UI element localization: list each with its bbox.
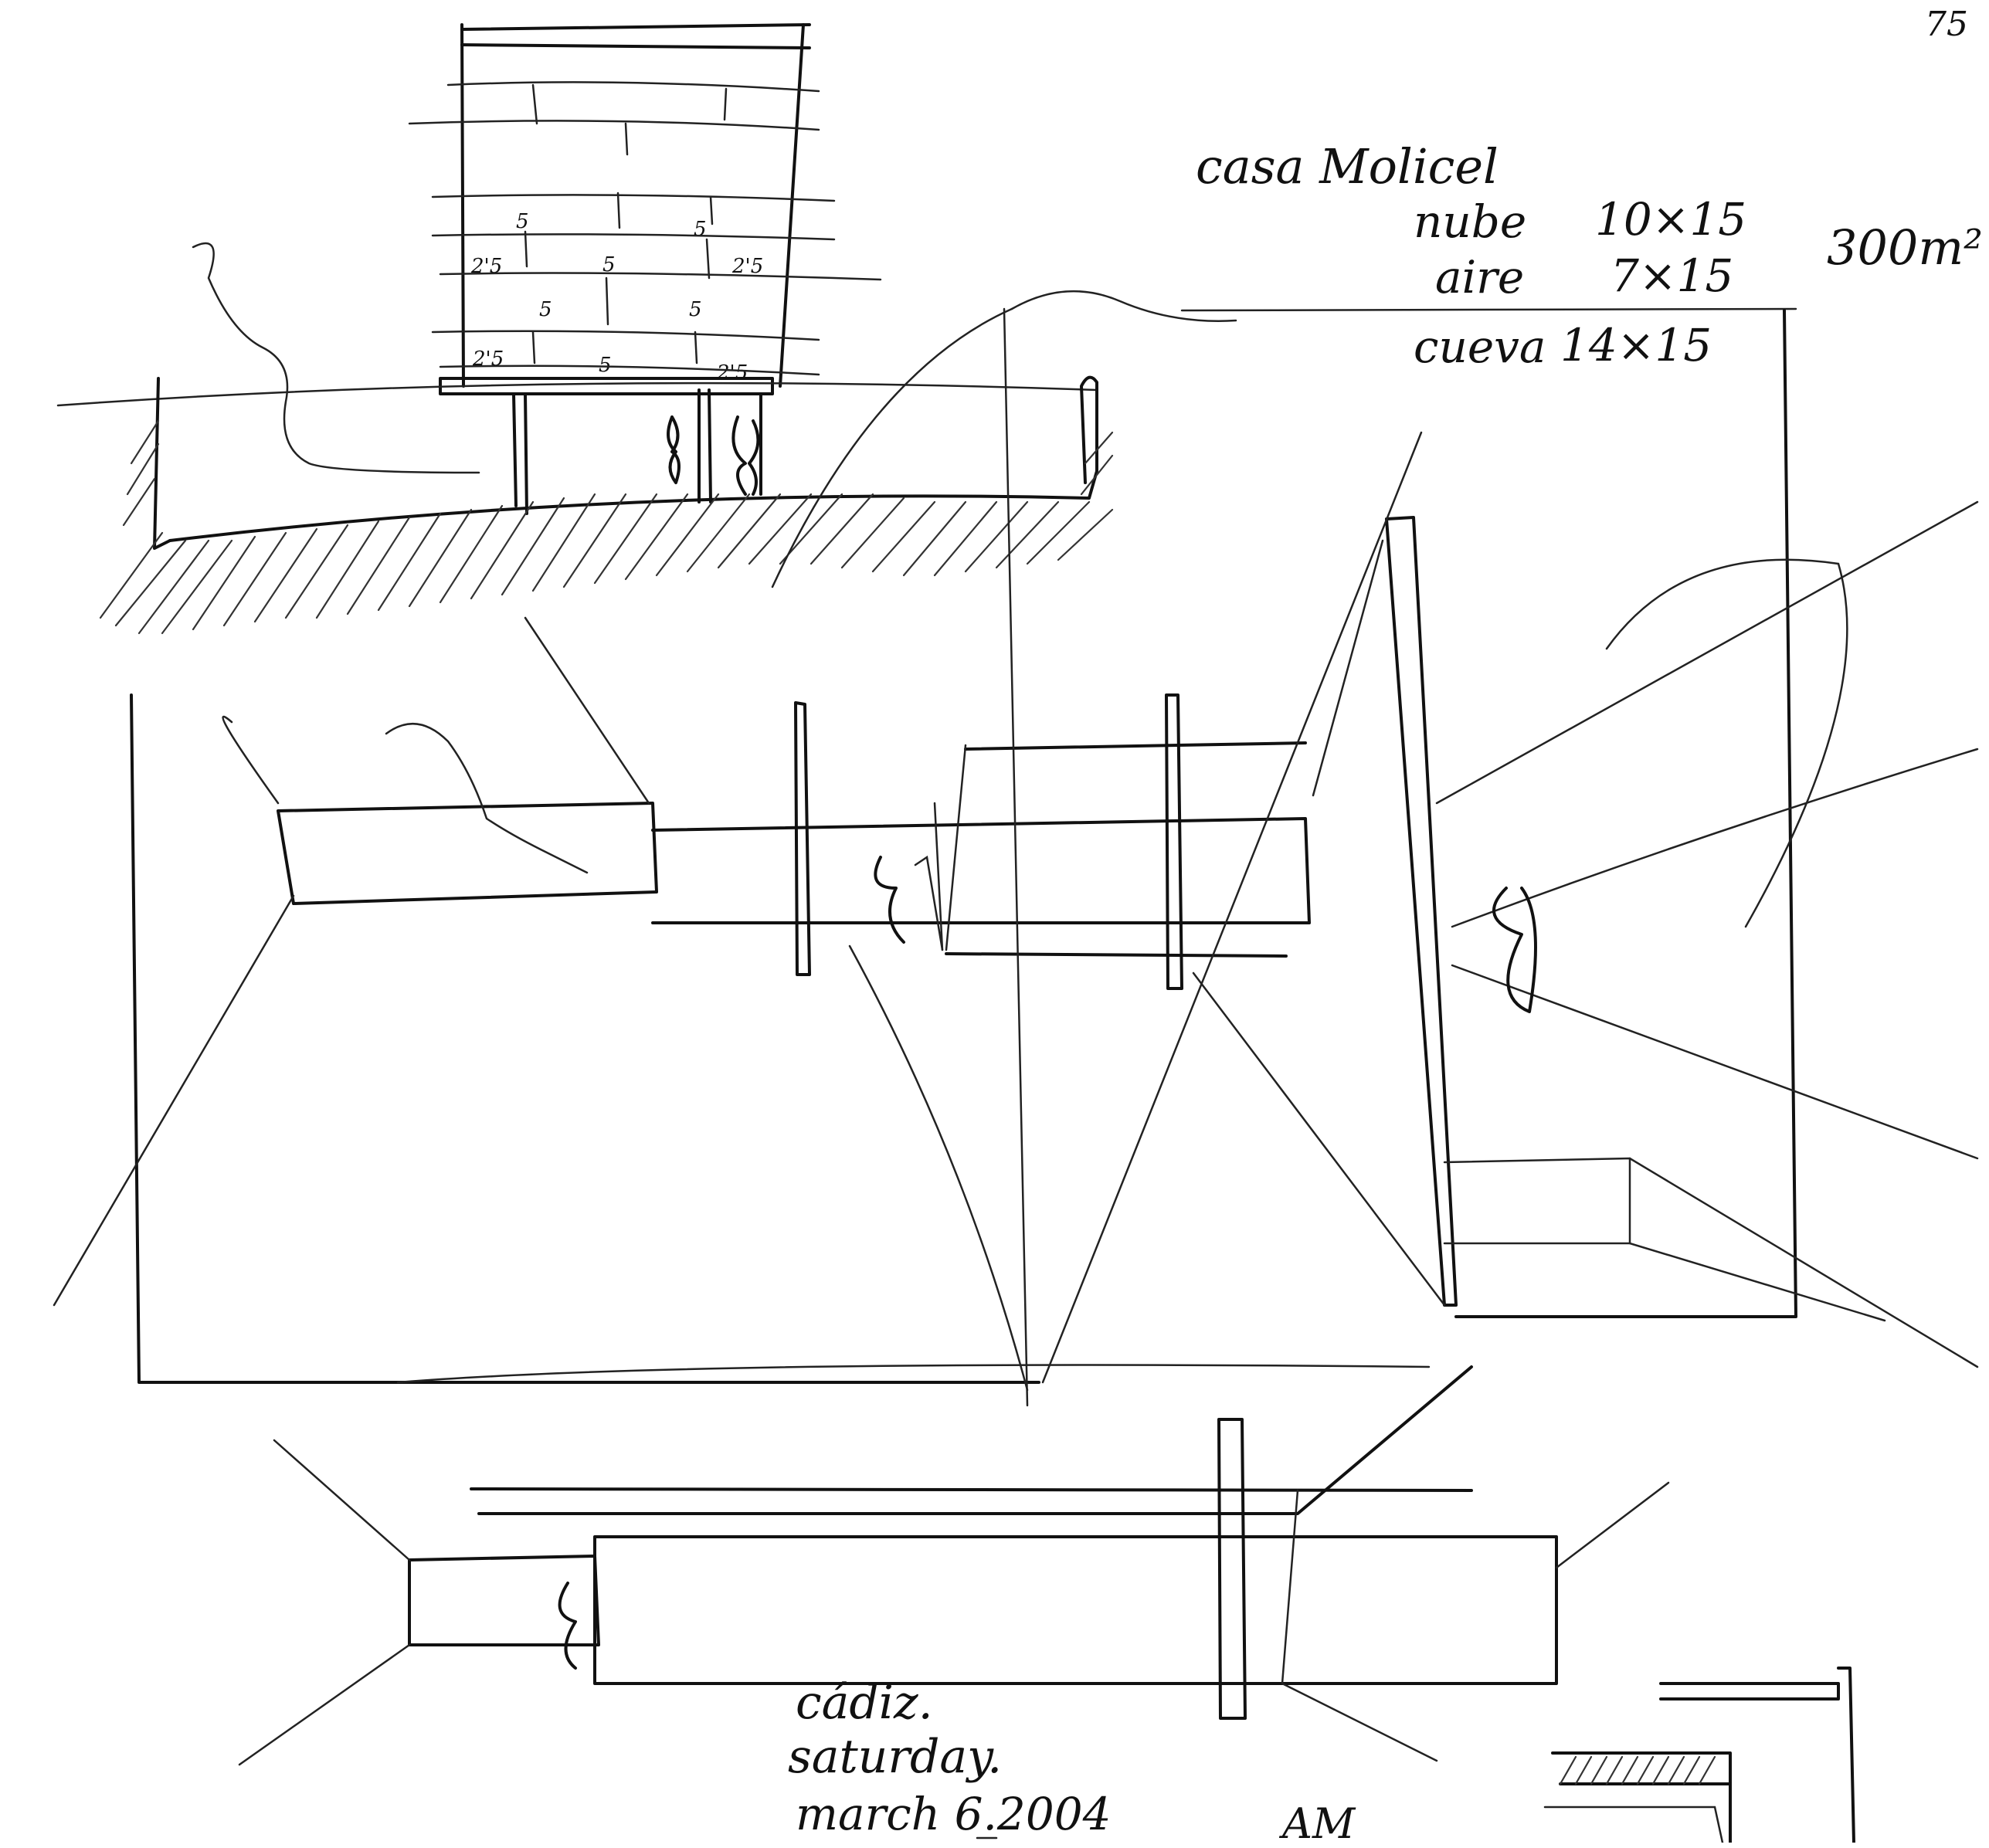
caption-day: saturday.: [788, 1730, 1003, 1784]
dim-label: 5: [539, 298, 552, 321]
note-area: 300m²: [1827, 219, 1983, 276]
note-cueva-value: 14×15: [1560, 319, 1712, 371]
note-cueva-label: cueva: [1414, 320, 1546, 373]
page-number: 75: [1925, 5, 1968, 44]
perspective-sketch: [53, 290, 1979, 1407]
section-sketch: [56, 23, 1114, 635]
dim-label: 5: [689, 298, 702, 321]
note-nube-label: nube: [1414, 195, 1527, 248]
notes-title: casa Molicel: [1196, 138, 1499, 195]
note-nube-value: 10×15: [1595, 193, 1747, 246]
bottom-sketch: [238, 1364, 1855, 1843]
note-aire-value: 7×15: [1611, 249, 1734, 302]
caption-date: march 6.2004: [796, 1788, 1112, 1840]
dim-label: 5: [599, 354, 612, 377]
dim-label: 2'5: [732, 255, 764, 278]
note-aire-label: aire: [1435, 251, 1525, 303]
dim-label: 5: [602, 253, 616, 276]
caption-place: cádiz.: [796, 1676, 933, 1730]
dim-label: 2'5: [717, 361, 748, 385]
dim-label: 5: [516, 210, 529, 233]
signature: AM: [1282, 1799, 1356, 1848]
